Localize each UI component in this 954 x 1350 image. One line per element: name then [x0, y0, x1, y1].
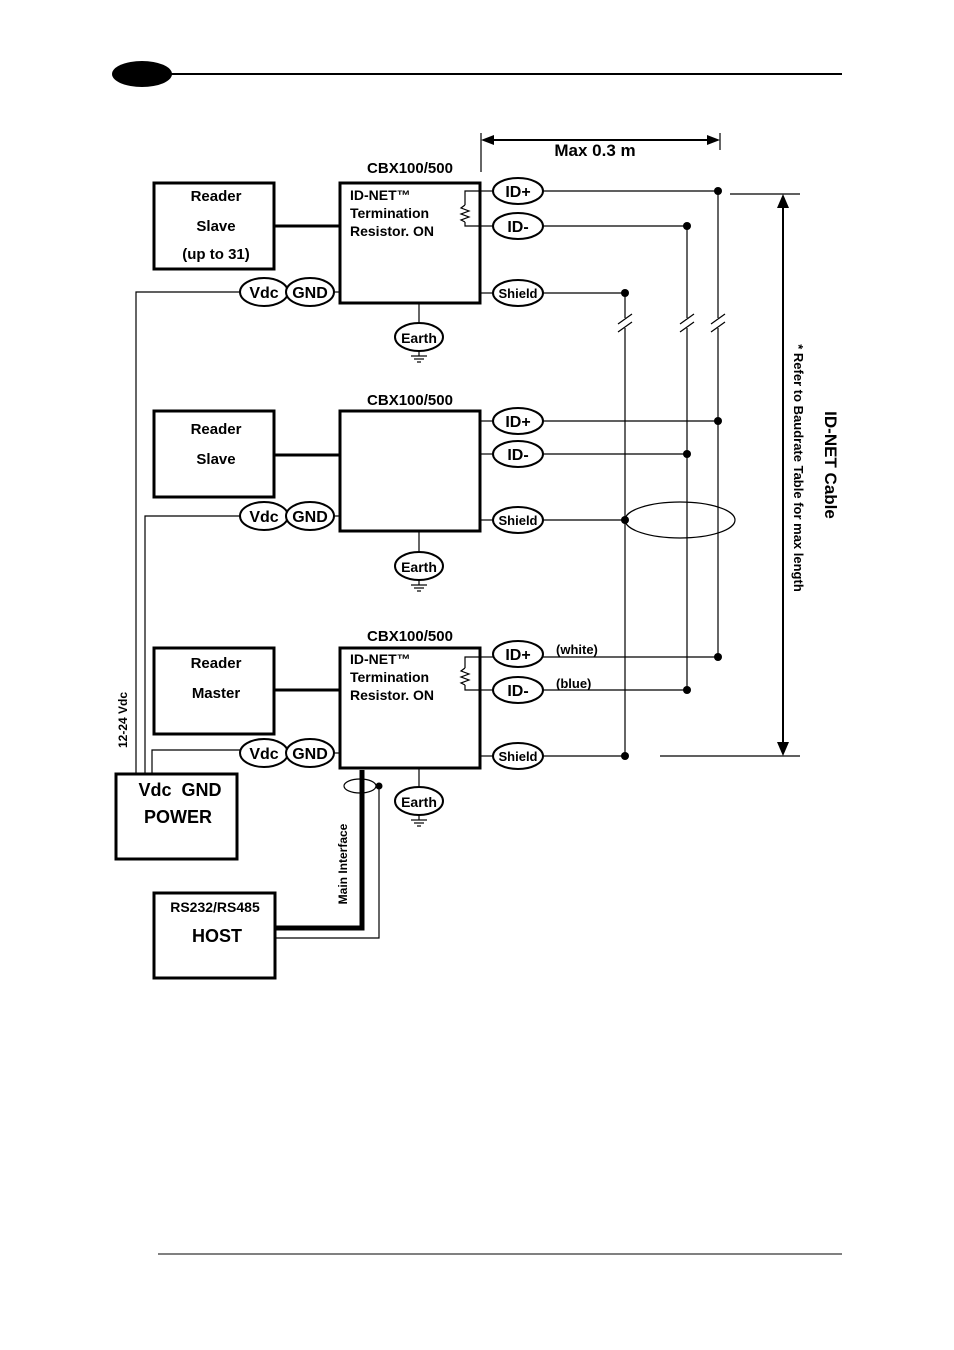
reader-line-top-3: (up to 31)	[182, 246, 250, 263]
cbx-line-bottom-2: Termination	[350, 669, 429, 685]
reader-line-top-2: Slave	[196, 218, 235, 235]
cbx-line-top-1: ID-NET™	[350, 187, 411, 203]
reader-slave-box-middle	[152, 409, 276, 499]
host-box	[152, 891, 277, 980]
host-label: HOST	[192, 926, 242, 946]
shield-label-top: Shield	[498, 286, 537, 301]
id-plus-label-bottom: ID+	[505, 647, 530, 664]
vdc-label-top: Vdc	[249, 285, 278, 302]
unit-bottom: CBX100/500 Reader Master ID-NET™ Termina…	[152, 628, 598, 827]
gnd-label-bottom: GND	[292, 746, 328, 763]
id-minus-terminal-bottom	[492, 676, 544, 704]
shield-label-middle: Shield	[498, 513, 537, 528]
cable-note: * Refer to Baudrate Table for max length	[791, 344, 806, 592]
id-plus-label-middle: ID+	[505, 414, 530, 431]
ground-icon-top	[411, 351, 427, 363]
cbx-line-bottom-1: ID-NET™	[350, 651, 411, 667]
power-label: POWER	[144, 807, 212, 827]
cable-length-arrow	[660, 193, 800, 757]
reader-slave-box-top	[152, 181, 276, 271]
unit-middle: CBX100/500 Reader Slave ID+ ID- Shield V…	[152, 392, 544, 592]
host-interface-cable	[276, 770, 383, 939]
bus-wiring	[543, 187, 736, 760]
chapter-tab-marker	[112, 61, 172, 87]
power-box	[114, 772, 239, 861]
cable-sheath-ellipse	[624, 501, 736, 539]
id-plus-terminal-top	[492, 177, 544, 205]
id-minus-terminal-top	[492, 212, 544, 240]
power-terminals-label: Vdc GND	[138, 780, 221, 800]
host-interface-type: RS232/RS485	[170, 899, 260, 915]
id-minus-label-top: ID-	[507, 219, 528, 236]
earth-label-middle: Earth	[401, 559, 437, 575]
cbx-box-top	[338, 181, 482, 305]
reader-line-top-1: Reader	[191, 188, 242, 205]
earth-label-bottom: Earth	[401, 794, 437, 810]
shield-label-bottom: Shield	[498, 749, 537, 764]
cbx-line-top-2: Termination	[350, 205, 429, 221]
shield-terminal-bottom	[492, 742, 544, 770]
reader-line-middle-2: Slave	[196, 451, 235, 468]
power-supply: Vdc GND POWER	[114, 772, 239, 861]
max-length-label: Max 0.3 m	[554, 141, 635, 160]
cbx-label-middle: CBX100/500	[367, 392, 453, 409]
cbx-box-bottom	[338, 646, 482, 770]
id-plus-label-top: ID+	[505, 184, 530, 201]
id-minus-label-bottom: ID-	[507, 683, 528, 700]
id-minus-label-middle: ID-	[507, 447, 528, 464]
host: RS232/RS485 HOST	[152, 891, 277, 980]
reader-line-bottom-1: Reader	[191, 655, 242, 672]
cbx-label-top: CBX100/500	[367, 160, 453, 177]
id-plus-terminal-bottom	[492, 640, 544, 668]
cbx-line-bottom-3: Resistor. ON	[350, 687, 434, 703]
shield-terminal-middle	[492, 506, 544, 534]
id-plus-terminal-middle	[492, 407, 544, 435]
vdc-label-bottom: Vdc	[249, 746, 278, 763]
blue-wire-label: (blue)	[556, 676, 591, 691]
reader-master-box	[152, 646, 276, 736]
cbx-label-bottom: CBX100/500	[367, 628, 453, 645]
cbx-box-middle	[338, 409, 482, 533]
gnd-label-middle: GND	[292, 509, 328, 526]
main-interface-label: Main Interface	[336, 823, 350, 904]
id-minus-terminal-middle	[492, 440, 544, 468]
vdc-label-middle: Vdc	[249, 509, 278, 526]
termination-resistor-icon-bottom	[459, 656, 480, 691]
cable-title: ID-NET Cable	[821, 411, 840, 519]
cbx-line-top-3: Resistor. ON	[350, 223, 434, 239]
termination-resistor-icon-top	[459, 190, 480, 227]
gnd-label-top: GND	[292, 285, 328, 302]
max-length-dimension: Max 0.3 m	[480, 133, 721, 172]
power-wiring	[135, 291, 240, 774]
unit-top: CBX100/500 Reader Slave (up to 31) ID-NE…	[152, 160, 544, 363]
reader-line-bottom-2: Master	[192, 685, 241, 702]
white-wire-label: (white)	[556, 642, 598, 657]
shield-terminal-top	[492, 279, 544, 307]
reader-line-middle-1: Reader	[191, 421, 242, 438]
ground-icon-middle	[411, 580, 427, 592]
earth-label-top: Earth	[401, 330, 437, 346]
supply-voltage-label: 12-24 Vdc	[116, 692, 130, 748]
ground-icon-bottom	[411, 815, 427, 827]
